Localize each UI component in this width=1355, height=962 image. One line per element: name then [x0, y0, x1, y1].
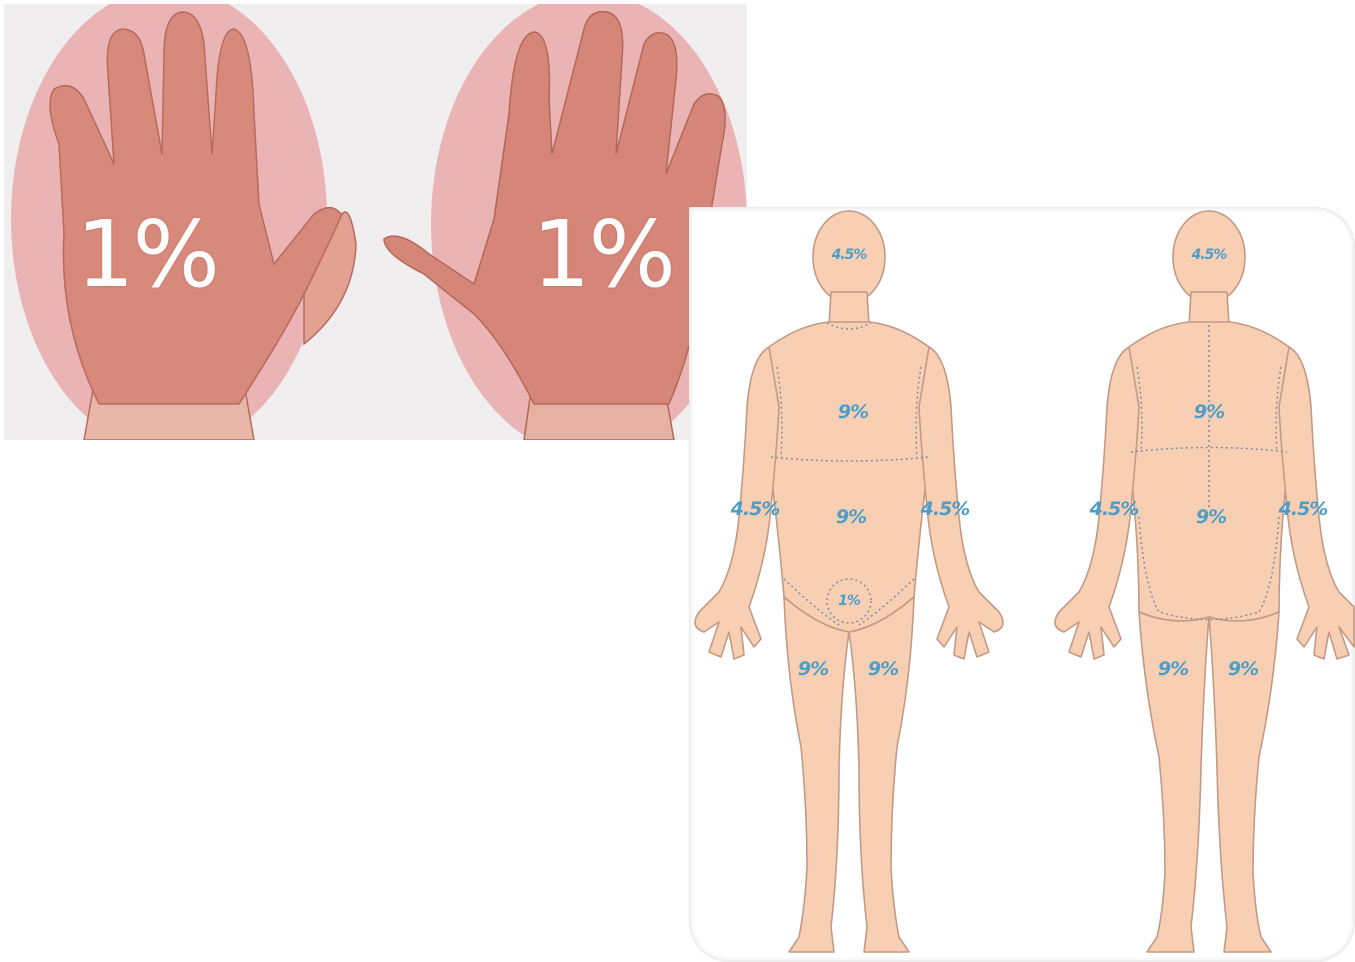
- back-body-figure: [1055, 211, 1354, 952]
- front-head-label: 4.5%: [832, 247, 867, 263]
- back-left-leg-label: 9%: [1158, 658, 1188, 680]
- front-abdomen-label: 9%: [836, 506, 866, 528]
- rule-of-nines-body-panel: 4.5% 9% 9% 4.5% 4.5% 1% 9% 9% 4.5% 9% 9%…: [689, 207, 1355, 962]
- front-genitals-label: 1%: [838, 593, 860, 609]
- back-left-arm-label: 4.5%: [1090, 498, 1139, 520]
- back-right-leg-label: 9%: [1228, 658, 1258, 680]
- front-left-arm-label: 4.5%: [921, 498, 970, 520]
- back-percentage-label: 1%: [532, 209, 674, 301]
- back-lower-label: 9%: [1196, 506, 1226, 528]
- hands-rule-of-palm-panel: 1% 1%: [4, 4, 747, 440]
- front-chest-label: 9%: [838, 401, 868, 423]
- back-right-arm-label: 4.5%: [1279, 498, 1328, 520]
- front-left-leg-label: 9%: [868, 658, 898, 680]
- back-head-label: 4.5%: [1192, 247, 1227, 263]
- front-body-figure: [695, 211, 1003, 952]
- body-outline-illustration: [689, 207, 1355, 962]
- front-right-arm-label: 4.5%: [731, 498, 780, 520]
- back-upper-label: 9%: [1194, 401, 1224, 423]
- palm-percentage-label: 1%: [76, 209, 218, 301]
- front-right-leg-label: 9%: [798, 658, 828, 680]
